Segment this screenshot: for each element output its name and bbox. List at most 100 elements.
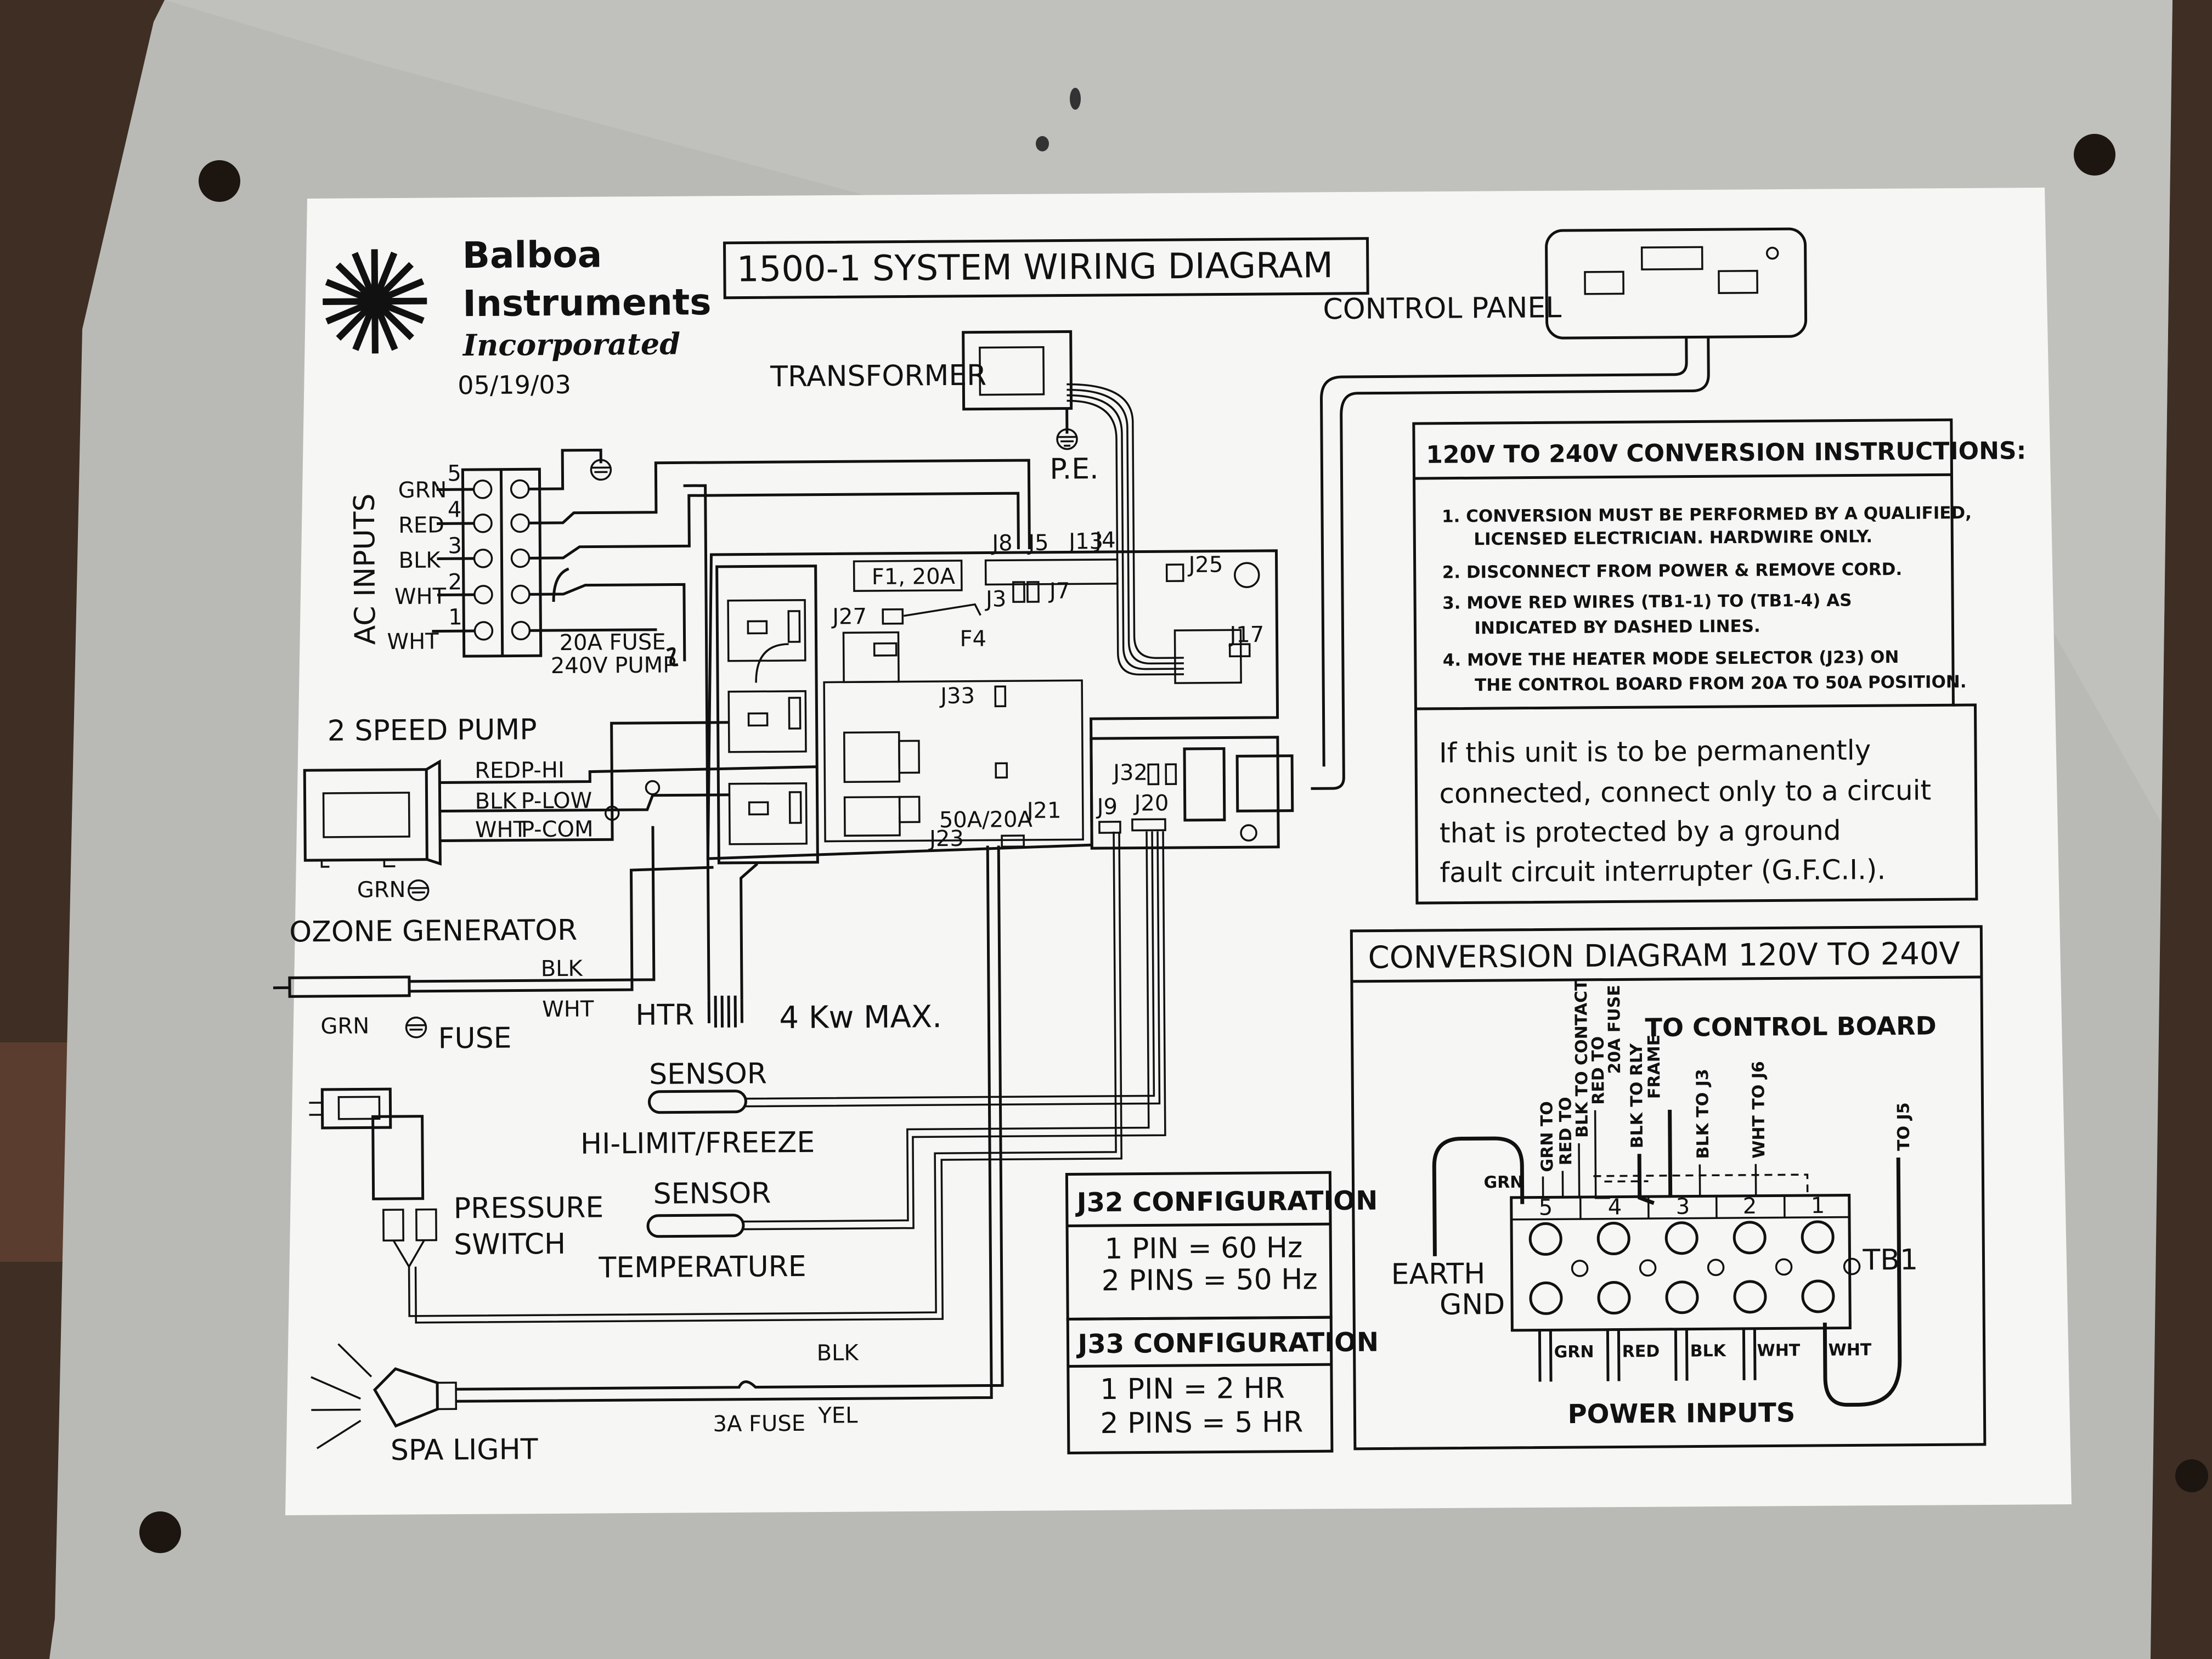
board-label: J9 [1096,794,1118,820]
heater-icon [683,484,759,1028]
balboa-logo-icon [323,249,427,354]
power-input-wire-label: RED [1622,1342,1660,1361]
wire-label-wht: WHT [394,584,447,610]
fuse-label: 240V PUMP [551,652,676,679]
pe-label: P.E. [1049,453,1099,486]
pressure-switch-label: SWITCH [454,1228,566,1261]
j33-config-box [1066,1316,1334,1455]
control-panel-label: CONTROL PANEL [1323,291,1561,326]
tb1-terminal-number: 5 [1539,1195,1553,1220]
mount-hole [199,160,240,202]
conversion-wire-label: RED TO [1556,1097,1576,1165]
conversion-diagram-box [1350,925,1987,1451]
mount-hole [2074,134,2115,176]
transformer-icon [962,330,1073,411]
instructions-step: 1. CONVERSION MUST BE PERFORMED BY A QUA… [1442,503,1972,527]
ground-icon [407,879,430,901]
board-label: F4 [960,627,986,652]
ground-icon [590,459,612,481]
tb1-terminal-number: 4 [1608,1194,1622,1220]
terminal-number: 2 [448,569,462,595]
pump-wire-label: P-COM [521,817,594,843]
board-label: J21 [1025,798,1062,823]
spa-light-icon [311,1343,458,1449]
conversion-wire-label: WHT TO J6 [1749,1061,1769,1159]
power-input-wire-label: BLK [1690,1341,1727,1361]
tb1-terminal-number: 3 [1676,1194,1690,1220]
power-input-wire-label: WHT [1757,1341,1801,1361]
terminal-number: 3 [448,533,462,558]
tb1-terminal-block [1510,1194,1852,1332]
ozone-wire-label: WHT [542,997,594,1023]
sensor-label: SENSOR [653,1177,771,1210]
tb1-screws [1528,1220,1861,1315]
sensor-label: SENSOR [649,1057,767,1091]
board-label: J27 [831,604,867,629]
diagram-label [285,188,2072,1515]
pressure-switch-label: PRESSURE [454,1191,604,1225]
ozone-generator-label: OZONE GENERATOR [289,914,577,949]
mount-hole [139,1511,181,1553]
board-label: J33 [939,684,975,709]
wire-label-red: RED [398,512,444,538]
instructions-box [1412,418,1955,710]
company-name-line1: Balboa [462,233,602,276]
conversion-heading: CONVERSION DIAGRAM 120V TO 240V [1368,936,1960,976]
tb1-label: TB1 [1862,1244,1918,1277]
j33-config-line: 1 PIN = 2 HR [1100,1372,1285,1406]
pressure-switch-icon [309,1087,425,1200]
instructions-step: LICENSED ELECTRICIAN. HARDWIRE ONLY. [1474,527,1872,549]
board-label: J4 [1093,528,1116,553]
gfci-note-line: If this unit is to be permanently [1439,734,1871,769]
earth-gnd-label: EARTH [1391,1257,1485,1291]
j32-config-line: 2 PINS = 50 Hz [1102,1263,1318,1297]
board-label: 50A/20A [939,807,1033,833]
control-panel-icon [1545,227,1808,340]
page-title: 1500-1 SYSTEM WIRING DIAGRAM [737,245,1334,290]
tb1-terminal-number: 2 [1743,1194,1757,1219]
power-inputs-label: POWER INPUTS [1567,1397,1795,1430]
spa-light-label: SPA LIGHT [391,1433,538,1467]
pump-wire-label: WHT [475,817,527,843]
instructions-step: 3. MOVE RED WIRES (TB1-1) TO (TB1-4) AS [1442,590,1852,613]
pump-label: 2 SPEED PUMP [328,713,537,748]
instructions-step: THE CONTROL BOARD FROM 20A TO 50A POSITI… [1475,672,1967,695]
terminal-number: 1 [448,605,462,630]
transformer-label: TRANSFORMER [770,359,987,394]
board-label: J8 [990,531,1013,556]
heater-rating: 4 Kw MAX. [779,999,942,1036]
tb1-dividers [1579,1195,1786,1219]
terminal-number: 4 [448,497,462,522]
board-label: J25 [1187,552,1223,577]
ground-icon [405,1017,427,1039]
conversion-wire-label: 20A FUSE [1605,985,1624,1074]
conversion-wire-label: BLK TO J3 [1693,1069,1713,1159]
power-input-wire-label: GRN [1554,1342,1594,1362]
gfci-note-line: that is protected by a ground [1440,815,1841,849]
board-fuse-f1 [853,560,963,592]
board-label: J5 [1026,531,1049,556]
ac-inputs-label: AC INPUTS [348,493,382,645]
relay [727,599,806,662]
conversion-wire-label: GRN TO [1537,1101,1557,1172]
title-box [723,237,1369,300]
light-wire-label: BLK [816,1340,859,1366]
pump-ground-label: GRN [357,877,406,903]
tb1-terminal-number: 1 [1811,1193,1825,1218]
ozone-ground-label: GRN [320,1013,369,1039]
board-label: J20 [1133,791,1169,816]
j32-config-line: 1 PIN = 60 Hz [1104,1232,1302,1266]
company-name-line3: Incorporated [462,326,681,363]
diagram-date: 05/19/03 [458,370,571,400]
wire-label-blk: BLK [398,548,441,573]
ozone-wire-label: BLK [541,956,584,982]
instructions-step: 2. DISCONNECT FROM POWER & REMOVE CORD. [1442,560,1903,583]
gfci-note-line: connected, connect only to a circuit [1439,774,1931,809]
hi-limit-sensor-icon [647,1090,747,1114]
instructions-step: INDICATED BY DASHED LINES. [1474,617,1760,639]
power-input-wire-label: WHT [1829,1340,1872,1360]
temperature-label: TEMPERATURE [598,1250,806,1285]
company-name-line2: Instruments [462,281,712,325]
